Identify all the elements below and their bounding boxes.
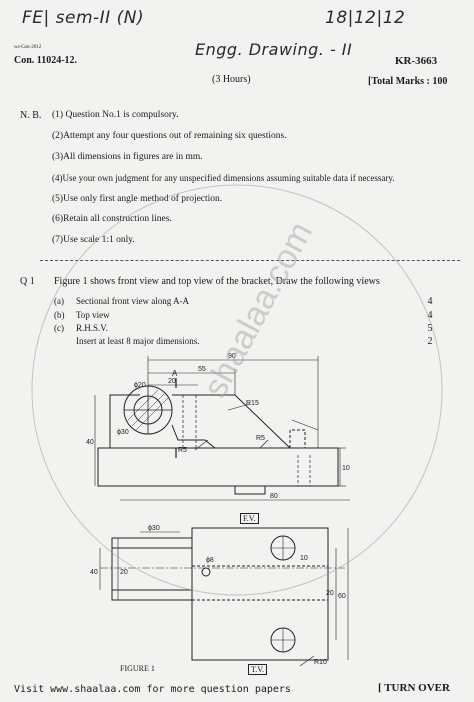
dim-40-tv: 40 [90,569,98,576]
dim-20-tv: 20 [120,569,128,576]
tv-right-block [191,527,329,661]
nb-item-3: (3)All dimensions in figures are in mm. [52,152,203,162]
nb-label: N. B. [20,110,42,121]
fv-base-plate [97,447,339,487]
dim-r10: R10 [314,659,327,666]
total-marks: [Total Marks : 100 [368,76,448,87]
tv-label: T.V. [248,664,268,675]
fv-left-web [109,394,140,448]
dim-phi30-tv: ϕ30 [148,525,160,532]
dim-20: 20 [168,378,176,385]
dim-phi8: ϕ8 [206,557,214,564]
dim-10: 10 [342,465,350,472]
small-code: ws-Con-2012 [14,45,42,50]
watermark-circle [31,184,443,596]
duration: (3 Hours) [212,74,251,85]
dim-40: 40 [86,439,94,446]
nb-item-1: (1) Question No.1 is compulsory. [52,110,179,120]
section-mark-a: A [172,369,178,378]
nb-item-7: (7)Use scale 1:1 only. [52,235,135,245]
dim-10-tv: 10 [300,555,308,562]
figure-caption: FIGURE 1 [120,664,155,673]
handwritten-date: 18|12|12 [325,8,406,28]
q1-part-a-text: Sectional front view along A-A [76,296,189,306]
dim-r5-b: R5 [178,447,187,454]
q1-label: Q 1 [20,276,35,287]
q1-text: Figure 1 shows front view and top view o… [54,276,380,287]
dim-r5-a: R5 [256,435,265,442]
dim-phi20: ϕ20 [134,382,146,389]
dim-r15: R15 [246,400,259,407]
dim-55: 55 [198,366,206,373]
q1-part-b-text: Top view [76,310,110,320]
fv-bottom-recess [234,486,266,495]
nb-item-4: (4)Use your own judgment for any unspeci… [52,173,395,183]
nb-item-5: (5)Use only first angle method of projec… [52,194,223,204]
handwritten-class: FE| sem-II (N) [22,8,145,28]
nb-item-6: (6)Retain all construction lines. [52,214,172,224]
dim-40-right: 20 [326,590,334,597]
fv-label: F.V. [240,513,259,524]
q1-part-d-text: Insert at least 8 major dimensions. [76,336,200,346]
footer-visit-link[interactable]: Visit www.shaalaa.com for more question … [14,684,291,695]
q1-part-a-marks: 4 [427,296,433,307]
con-number: Con. 11024-12. [14,55,78,66]
handwritten-subject: Engg. Drawing. - II [195,40,353,59]
q1-part-b-marks: 4 [427,310,433,321]
dim-90: 90 [228,353,236,360]
divider-rule [40,260,460,261]
dim-60: 60 [338,593,346,600]
q1-part-c-marks: 5 [427,323,433,334]
dim-80: 80 [270,493,278,500]
q1-part-d-marks: 2 [427,336,433,347]
turn-over: [ TURN OVER [378,682,450,694]
dim-phi30: ϕ30 [117,429,129,436]
q1-part-c-label: (c) [54,323,64,333]
q1-part-c-text: R.H.S.V. [76,323,108,333]
fv-inner-edge [171,424,216,449]
nb-item-2: (2)Attempt any four questions out of rem… [52,131,287,141]
paper-code: KR-3663 [395,55,438,67]
q1-part-a-label: (a) [54,296,64,306]
fv-right-step [289,429,306,448]
q1-part-b-label: (b) [54,310,65,320]
